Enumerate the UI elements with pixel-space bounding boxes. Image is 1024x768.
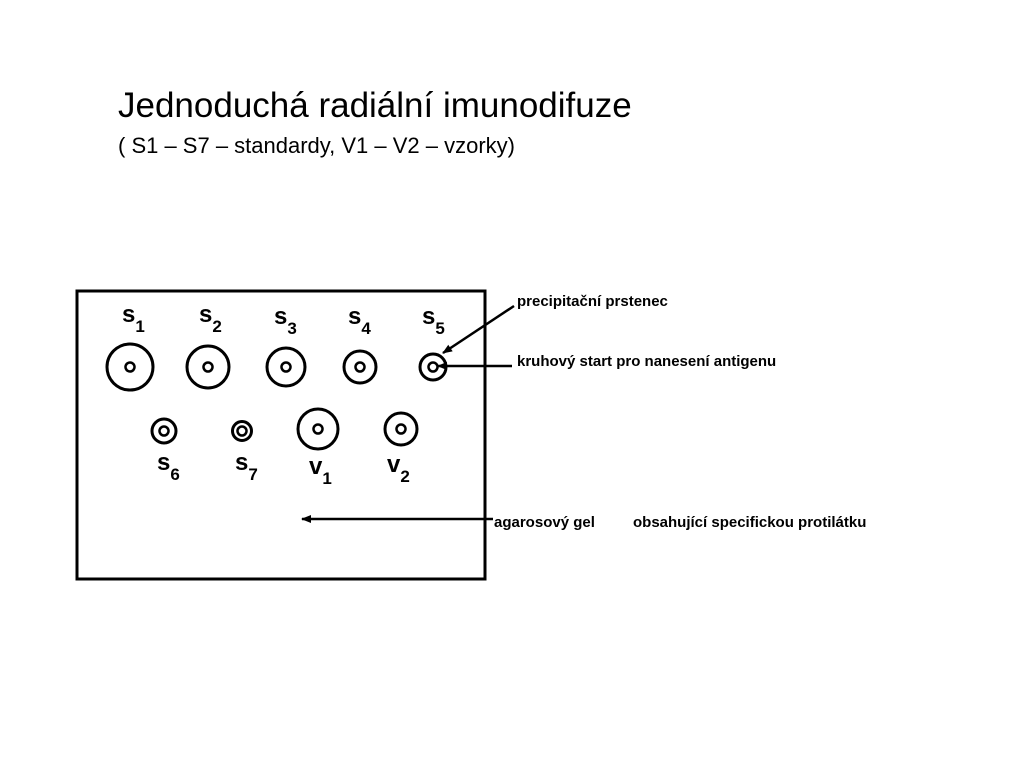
well-s3 — [265, 346, 307, 388]
well-s1 — [105, 342, 155, 392]
well-s6 — [150, 417, 178, 445]
arrow-precipitation-ring — [442, 304, 515, 355]
well-label-s7: s7 — [235, 449, 258, 484]
gel-plate — [75, 289, 487, 581]
well-label-s4: s4 — [348, 303, 371, 338]
slide-title: Jednoduchá radiální imunodifuze — [118, 86, 632, 125]
well-label-v2: v2 — [387, 451, 410, 486]
label-precipitation-ring: precipitační prstenec — [517, 293, 668, 310]
well-v2 — [383, 411, 419, 447]
slide-subtitle: ( S1 – S7 – standardy, V1 – V2 – vzorky) — [118, 133, 516, 158]
well-label-s5: s5 — [422, 303, 445, 338]
well-s2 — [185, 344, 231, 390]
well-label-s2: s2 — [199, 301, 222, 336]
well-label-s1: s1 — [122, 301, 145, 336]
label-agarose-gel: agarosový gel — [494, 514, 595, 531]
well-v1 — [296, 407, 340, 451]
well-label-v1: v1 — [309, 453, 332, 488]
label-start-well: kruhový start pro nanesení antigenu — [517, 353, 776, 370]
label-specific-antibody: obsahující specifickou protilátku — [633, 514, 866, 531]
well-label-s3: s3 — [274, 303, 297, 338]
well-s7 — [231, 420, 253, 442]
well-s4 — [342, 349, 378, 385]
well-label-s6: s6 — [157, 449, 180, 484]
